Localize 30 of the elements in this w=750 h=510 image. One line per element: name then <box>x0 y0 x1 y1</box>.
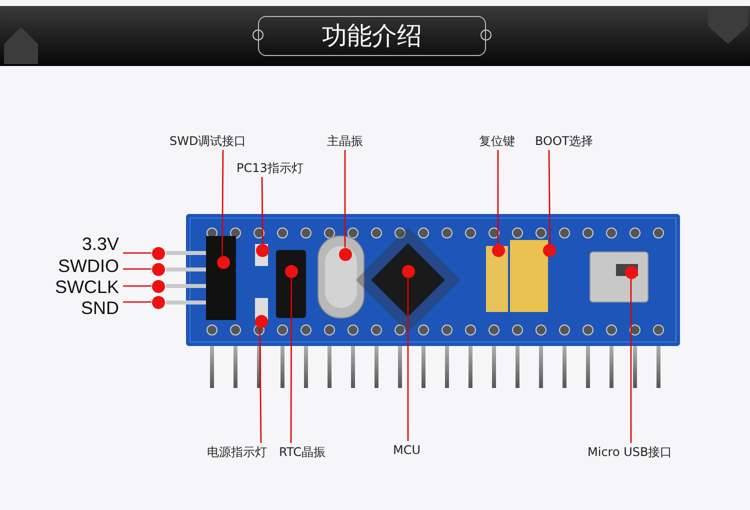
callout-dot <box>152 262 164 276</box>
callout-label: SND <box>81 298 120 318</box>
leader-line <box>222 150 224 256</box>
leader-line <box>344 150 346 248</box>
callout-label: SWCLK <box>55 277 120 297</box>
leader-line <box>123 285 152 287</box>
callout-label: 3.3V <box>82 234 120 254</box>
callout-label: BOOT选择 <box>535 133 594 149</box>
leader-line <box>630 278 632 443</box>
leader-line <box>497 150 499 244</box>
callout-label: 主晶振 <box>327 133 363 149</box>
leader-line <box>123 301 152 303</box>
leader-line <box>407 278 409 441</box>
callout-dot <box>152 280 164 292</box>
leader-line <box>259 327 262 443</box>
leader-line <box>261 177 264 244</box>
callout-dot <box>152 296 164 308</box>
callout-label: SWDIO <box>58 256 119 276</box>
callout-label: Micro USB接口 <box>588 444 672 460</box>
callout-label: 电源指示灯 <box>207 444 267 460</box>
leader-line <box>123 268 152 270</box>
callout-label: MCU <box>393 442 421 458</box>
leader-line <box>290 277 292 443</box>
callout-label: SWD调试接口 <box>170 133 246 149</box>
callout-label: PC13指示灯 <box>236 160 304 176</box>
callout-label: 复位键 <box>479 133 515 149</box>
callout-dot <box>152 246 164 260</box>
leader-line <box>123 252 152 254</box>
page-title: 功能介绍 <box>322 21 422 50</box>
callout-label: RTC晶振 <box>279 444 326 460</box>
